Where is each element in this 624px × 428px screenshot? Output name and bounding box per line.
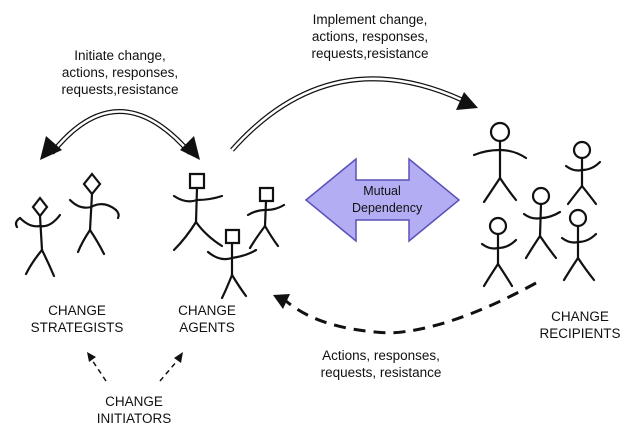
change-strategists-label: CHANGE STRATEGISTS [30, 303, 124, 335]
implement-change-arrow [230, 76, 478, 152]
mutual-dependency-label: Mutual Dependency [352, 184, 423, 215]
agent-figure-1 [174, 174, 222, 250]
strategist-figure-2 [70, 174, 119, 254]
recipient-figure-5 [562, 210, 596, 280]
change-initiators-label: CHANGE INITIATORS [96, 394, 172, 426]
initiators-arrows [87, 352, 183, 382]
agent-figure-2 [248, 188, 284, 248]
recipient-figure-4 [482, 218, 516, 286]
recipient-figure-1 [474, 123, 526, 202]
recipient-figure-3 [524, 188, 560, 258]
initiate-change-arrow [40, 109, 200, 160]
agent-figure-3 [208, 230, 256, 298]
change-recipients-label: CHANGE RECIPIENTS [539, 309, 621, 341]
feedback-arrow [273, 281, 537, 335]
strategist-figure-1 [16, 198, 60, 276]
feedback-label: Actions, responses, requests, resistance [320, 348, 442, 380]
implement-change-label: Implement change, actions, responses, re… [311, 12, 429, 61]
initiate-change-label: Initiate change, actions, responses, req… [61, 48, 179, 97]
change-agents-label: CHANGE AGENTS [178, 303, 236, 335]
mutual-dependency-arrow [304, 157, 461, 243]
recipient-figure-2 [566, 142, 600, 204]
